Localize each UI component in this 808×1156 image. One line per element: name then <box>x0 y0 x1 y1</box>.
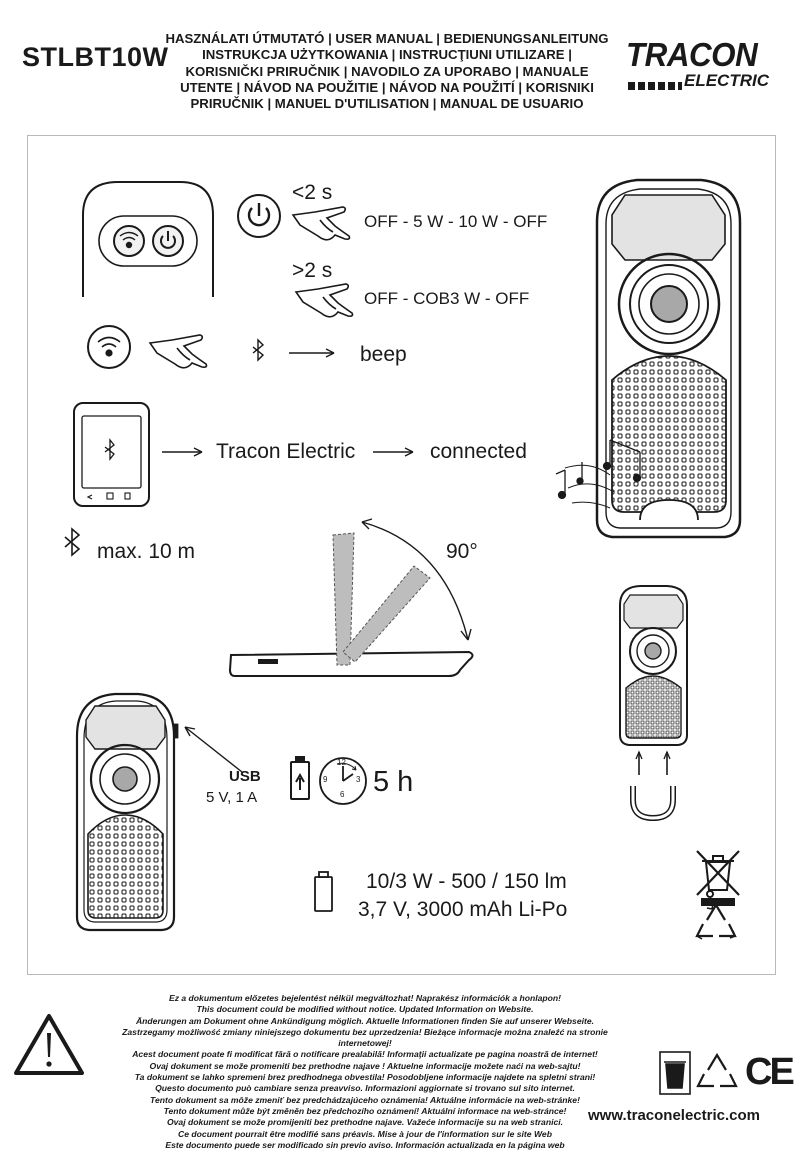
recycle-icon <box>696 1052 738 1088</box>
title-line: UTENTE | NÁVOD NA POUŽITIE | NÁVOD NA PO… <box>180 79 594 95</box>
notice-line: Ta dokument se lahko spremeni brez predh… <box>134 1072 596 1083</box>
clock-number: 6 <box>340 790 345 799</box>
clock-number: 12 <box>337 758 346 767</box>
weee-bin-icon <box>659 1051 691 1095</box>
short-press-duration: <2 s <box>292 181 333 204</box>
battery-spec: 3,7 V, 3000 mAh Li-Po <box>358 898 568 921</box>
angle-label: 90° <box>446 540 478 563</box>
phone-icon <box>73 402 150 507</box>
range-label: max. 10 m <box>97 540 196 563</box>
title-line: PRIRUČNIK | MANUEL D'UTILISATION | MANUA… <box>190 96 584 112</box>
recycle-icon <box>695 902 737 940</box>
hand-press-icon <box>294 283 354 318</box>
ce-mark-icon: CE <box>745 1051 795 1093</box>
speaker-lamp-icon <box>87 325 131 369</box>
lamp-device-hanging <box>619 585 688 822</box>
power-icon <box>237 194 281 238</box>
manual-titles: HASZNÁLATI ÚTMUTATÓ | USER MANUAL | BEDI… <box>152 31 622 112</box>
long-press-modes: OFF - COB3 W - OFF <box>364 289 530 308</box>
brand-dots <box>628 82 682 90</box>
notice-line: Ez a dokumentum előzetes bejelentést nél… <box>168 993 562 1003</box>
warning-icon <box>14 1014 84 1075</box>
title-line: HASZNÁLATI ÚTMUTATÓ | USER MANUAL | BEDI… <box>165 31 609 46</box>
brand-name: TRACON <box>626 36 758 73</box>
weee-bin-icon <box>696 850 740 906</box>
hand-press-icon <box>291 206 351 241</box>
battery-icon <box>290 756 310 800</box>
usb-spec: 5 V, 1 A <box>206 789 258 806</box>
notice-line: Este documento puede ser modificado sin … <box>165 1139 565 1150</box>
charge-time: 5 h <box>373 766 414 798</box>
lamp-device-front <box>595 178 742 539</box>
change-notice: Ez a dokumentum előzetes bejelentést nél… <box>120 993 610 1151</box>
notice-line: Tento dokument může být změněn bez předc… <box>163 1105 567 1116</box>
device-name-label: Tracon Electric <box>216 440 356 463</box>
notice-line: Questo documento può cambiare senza prea… <box>155 1083 575 1094</box>
notice-line: Änderungen am Dokument ohne Ankündigung … <box>135 1015 595 1026</box>
music-notes <box>555 439 642 509</box>
beep-label: beep <box>360 343 407 366</box>
clock-number: 3 <box>356 775 361 784</box>
brand-sub: ELECTRIC <box>684 71 769 90</box>
hand-press-icon <box>148 334 208 369</box>
title-line: INSTRUKCJA UŻYTKOWANIA | INSTRUCŢIUNI UT… <box>202 47 572 63</box>
battery-icon <box>314 871 333 912</box>
arrow <box>162 447 414 457</box>
usb-label: USB <box>229 768 261 785</box>
notice-line: Ovaj dokument se može promijeniti bez pr… <box>166 1117 564 1128</box>
notice-line: Ovaj dokument se može promeniti bez pret… <box>149 1060 581 1071</box>
button-panel-illustration <box>82 181 214 297</box>
bluetooth-icon <box>252 338 265 362</box>
short-press-modes: OFF - 5 W - 10 W - OFF <box>364 212 548 231</box>
arrow <box>289 348 335 358</box>
kickstand-illustration <box>228 518 474 677</box>
output-spec: 10/3 W - 500 / 150 lm <box>366 870 567 893</box>
bluetooth-icon <box>64 527 81 557</box>
notice-line: Zastrzegamy możliwość zmiany niniejszego… <box>122 1026 608 1049</box>
instruction-frame <box>27 135 776 975</box>
lamp-device-side <box>75 692 243 932</box>
clock-icon <box>319 757 367 805</box>
title-line: KORISNIČKI PRIRUČNIK | NAVODILO ZA UPORA… <box>185 63 589 79</box>
clock-number: 9 <box>323 775 328 784</box>
website-link[interactable]: www.traconelectric.com <box>588 1107 761 1124</box>
notice-line: Tento dokument sa môže zmeniť bez predch… <box>150 1094 580 1105</box>
connected-label: connected <box>430 440 527 463</box>
notice-line: Acest document poate fi modificat fără o… <box>132 1049 598 1060</box>
notice-line: This document could be modified without … <box>196 1004 534 1015</box>
notice-line: Ce document pourrait être modifié sans p… <box>178 1128 552 1139</box>
long-press-duration: >2 s <box>292 259 333 282</box>
model-number: STLBT10W <box>22 42 169 72</box>
brand-logo: TRACON ELECTRIC <box>626 38 786 90</box>
